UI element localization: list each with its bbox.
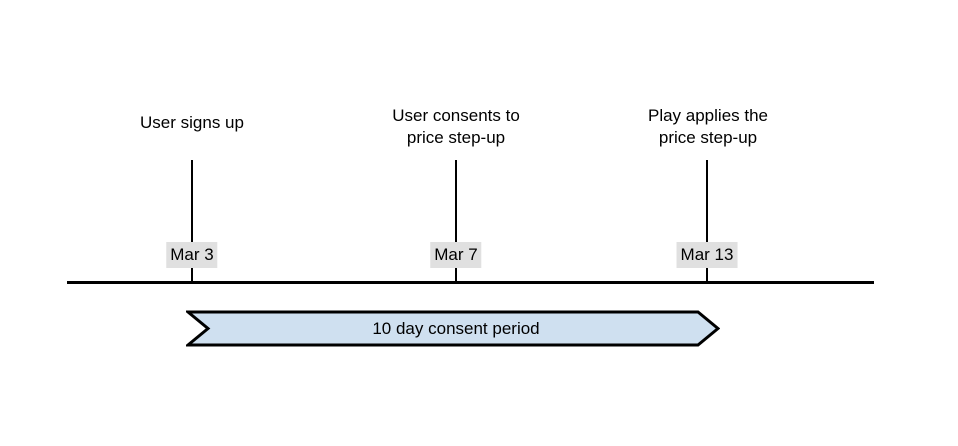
timeline-axis <box>67 281 874 284</box>
event-tick-play-applies-step-up <box>706 160 708 282</box>
event-date-play-applies-step-up: Mar 13 <box>676 242 738 268</box>
consent-period-banner: 10 day consent period <box>186 310 720 347</box>
event-tick-user-signs-up <box>191 160 193 282</box>
event-date-user-signs-up: Mar 3 <box>166 242 218 268</box>
event-tick-user-consents <box>455 160 457 282</box>
consent-period-arrow-shape <box>186 310 720 347</box>
event-label-user-signs-up: User signs up <box>140 113 244 132</box>
event-label-play-applies-step-up: Play applies the price step-up <box>647 106 769 147</box>
event-date-user-consents: Mar 7 <box>430 242 482 268</box>
event-label-user-consents: User consents to price step-up <box>392 106 520 147</box>
